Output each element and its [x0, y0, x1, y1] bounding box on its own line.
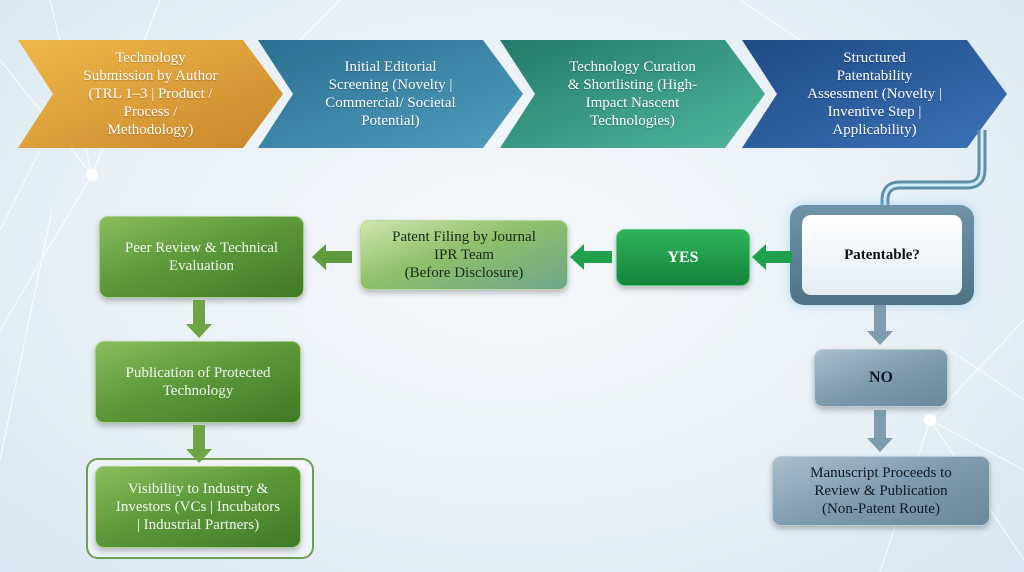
step-label: Technology Curation & Shortlisting (High…	[567, 59, 698, 129]
publication-box: Publication of Protected Technology	[95, 341, 301, 423]
manuscript-box: Manuscript Proceeds to Review & Publicat…	[772, 456, 990, 526]
arrow-left-icon	[570, 244, 612, 270]
decision-patentable: Patentable?	[790, 205, 974, 305]
arrow-down-icon	[186, 300, 212, 338]
no-box: NO	[814, 349, 948, 407]
step-patentability-assessment: Structured Patentability Assessment (Nov…	[742, 40, 1007, 148]
arrow-down-icon	[867, 410, 893, 452]
step-label: Technology Submission by Author (TRL 1–3…	[83, 50, 218, 138]
chevron-shape	[258, 40, 523, 148]
arrow-down-icon	[186, 425, 212, 463]
arrow-down-icon	[867, 305, 893, 345]
chevron-shape	[18, 40, 283, 148]
arrow-left-icon	[752, 244, 792, 270]
patent-filing-box: Patent Filing by Journal IPR Team (Befor…	[360, 220, 568, 290]
peer-review-box: Peer Review & Technical Evaluation	[99, 216, 304, 298]
step-label: Structured Patentability Assessment (Nov…	[807, 50, 942, 138]
step-initial-editorial-screening: Initial Editorial Screening (Novelty | C…	[258, 40, 523, 148]
step-label: Initial Editorial Screening (Novelty | C…	[325, 59, 456, 129]
arrow-left-icon	[312, 244, 352, 270]
step-technology-submission: Technology Submission by Author (TRL 1–3…	[18, 40, 283, 148]
connector-pipe	[880, 130, 987, 215]
step-technology-curation: Technology Curation & Shortlisting (High…	[500, 40, 765, 148]
chevron-shape	[742, 40, 1007, 148]
yes-box: YES	[616, 229, 750, 286]
decision-label: Patentable?	[802, 215, 962, 295]
visibility-box: Visibility to Industry & Investors (VCs …	[95, 466, 301, 548]
chevron-shape	[500, 40, 765, 148]
